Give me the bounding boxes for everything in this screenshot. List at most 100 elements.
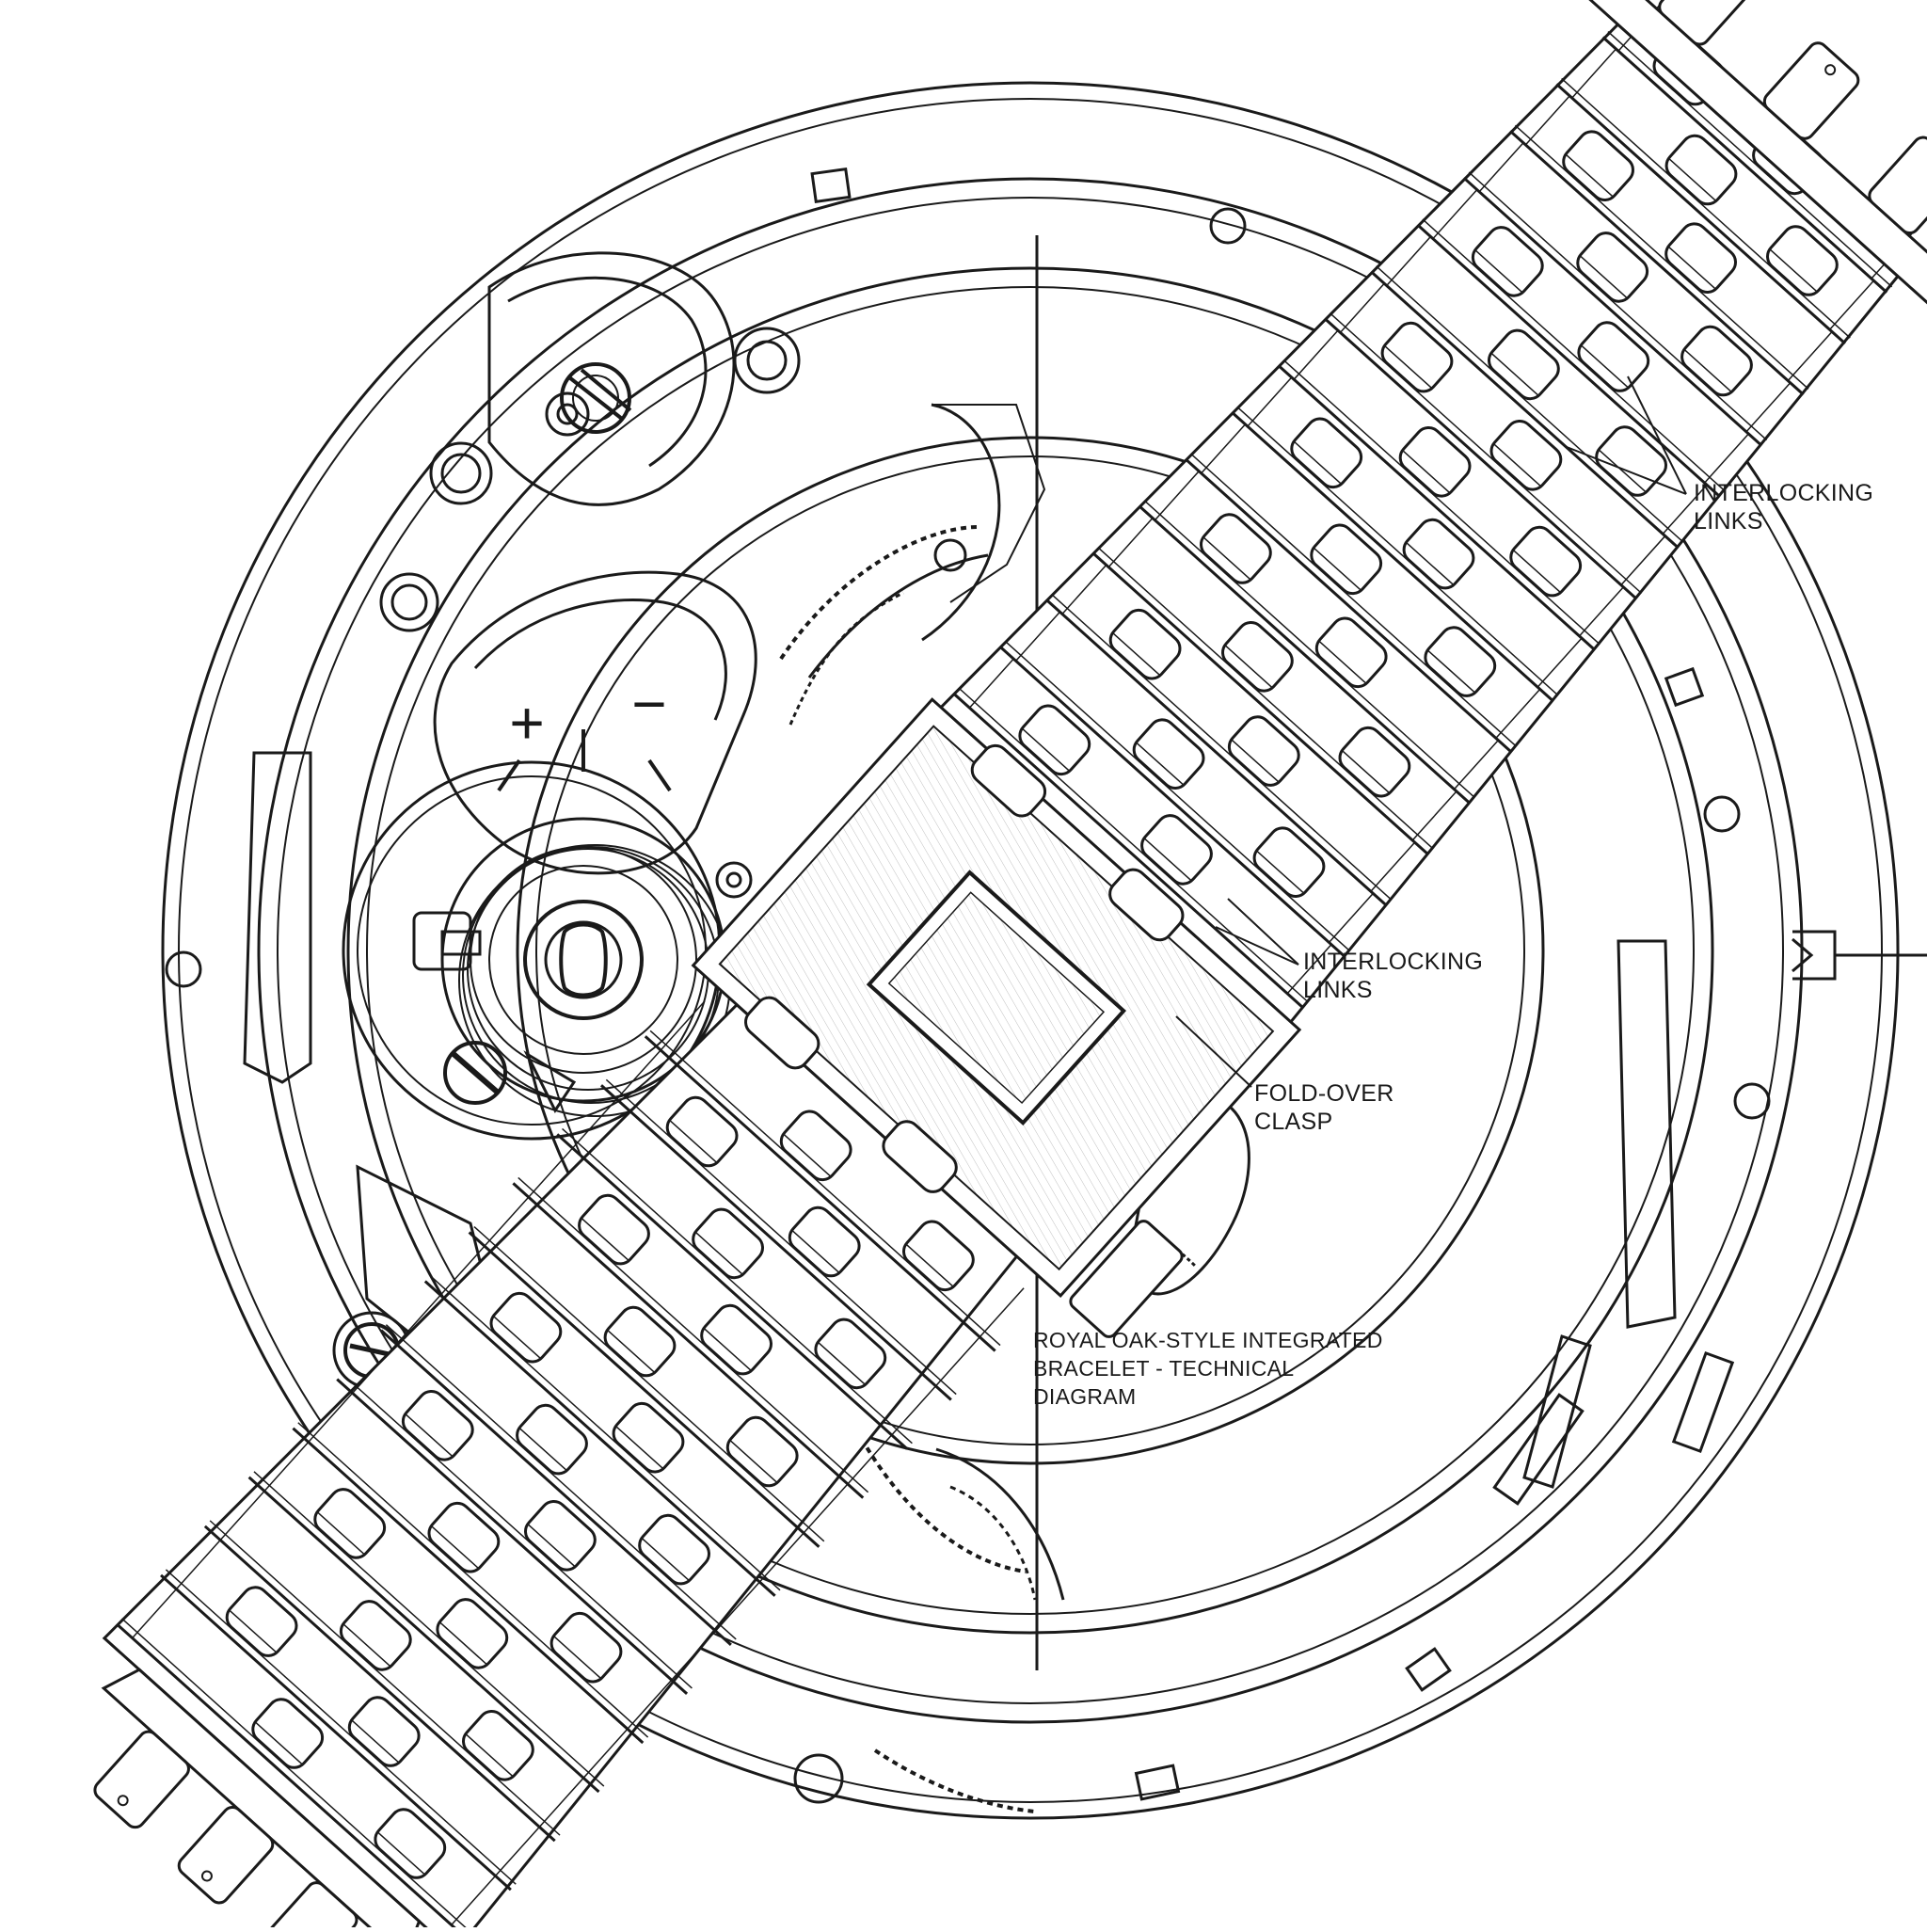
link-bevel bbox=[572, 1098, 617, 1149]
link-separator bbox=[1185, 458, 1513, 754]
link-knuckle bbox=[1577, 321, 1650, 392]
link-knuckle-edge bbox=[1401, 449, 1451, 494]
link-knuckle bbox=[462, 1710, 534, 1781]
center-link bbox=[436, 1598, 509, 1669]
link-knuckle-edge bbox=[905, 1243, 954, 1287]
link-separator bbox=[160, 1573, 512, 1892]
link-knuckle-edge bbox=[1313, 547, 1362, 591]
link-knuckle bbox=[1338, 726, 1411, 798]
link-knuckle-edge bbox=[817, 1341, 867, 1386]
link-separator-shadow bbox=[1097, 547, 1434, 850]
bracelet-row bbox=[1277, 329, 1624, 651]
link-knuckle bbox=[1310, 523, 1383, 596]
link-separator bbox=[336, 1378, 689, 1696]
hinge-knuckle bbox=[882, 1120, 958, 1193]
link-knuckle-edge bbox=[465, 1732, 514, 1778]
link-separator-shadow bbox=[297, 1422, 649, 1738]
center-link bbox=[339, 1600, 412, 1671]
center-link bbox=[902, 1220, 975, 1292]
link-bevel bbox=[263, 1441, 310, 1492]
link-bevel bbox=[660, 1000, 706, 1051]
link-separator bbox=[292, 1427, 645, 1745]
regulator-plus: + bbox=[509, 689, 544, 757]
link-knuckle-edge bbox=[1492, 442, 1542, 487]
plate-step bbox=[366, 286, 1695, 1615]
bracelet-row bbox=[203, 1490, 584, 1843]
center-link bbox=[374, 1808, 447, 1879]
link-separator-shadow bbox=[209, 1520, 561, 1836]
link-knuckle-edge bbox=[1318, 640, 1367, 684]
center-link bbox=[1221, 621, 1294, 693]
link-knuckle-edge bbox=[438, 1621, 488, 1666]
bracelet-row bbox=[644, 1000, 1025, 1352]
link-separator-shadow bbox=[518, 1176, 869, 1493]
link-bevel bbox=[1704, 433, 1749, 484]
center-link bbox=[516, 1403, 588, 1476]
bracelet-row bbox=[1139, 471, 1499, 805]
link-knuckle-edge bbox=[1021, 727, 1071, 772]
case-notches bbox=[810, 167, 1735, 1801]
center-link bbox=[427, 1501, 501, 1573]
link-bevel bbox=[615, 1049, 661, 1100]
link-bevel bbox=[538, 1777, 584, 1828]
link-knuckle-edge bbox=[1143, 838, 1192, 882]
link-bevel bbox=[1495, 688, 1541, 739]
clasp-center-inner bbox=[887, 891, 1106, 1105]
link-bevel bbox=[979, 1287, 1025, 1338]
link-knuckle-edge bbox=[783, 1133, 832, 1177]
link-knuckle-edge bbox=[1769, 248, 1818, 293]
link-separator-shadow bbox=[958, 687, 1309, 1003]
link-knuckle-edge bbox=[694, 1231, 744, 1276]
link-knuckle-edge bbox=[1598, 449, 1648, 493]
link-bevel bbox=[1286, 944, 1332, 995]
center-link bbox=[1576, 232, 1649, 303]
center-link bbox=[1200, 513, 1272, 584]
train-bridge bbox=[379, 251, 801, 632]
link-separator bbox=[247, 1476, 600, 1794]
link-knuckle bbox=[1424, 626, 1497, 697]
link-knuckle bbox=[1402, 518, 1475, 590]
bracelet-row bbox=[1045, 564, 1416, 907]
center-link bbox=[692, 1207, 764, 1280]
link-bevel bbox=[308, 1392, 354, 1443]
link-separator-shadow bbox=[1468, 171, 1768, 441]
rotor-ring bbox=[516, 436, 1545, 1465]
link-bevel bbox=[132, 1589, 177, 1639]
link-bevel bbox=[175, 1540, 221, 1590]
link-knuckle-edge bbox=[729, 1439, 778, 1484]
link-separator-shadow bbox=[1190, 453, 1518, 747]
bracelet-row bbox=[1185, 423, 1541, 754]
link-bevel bbox=[352, 1343, 397, 1394]
link-separator bbox=[468, 1231, 820, 1548]
link-bevel bbox=[494, 1826, 540, 1876]
center-link bbox=[638, 1513, 710, 1586]
link-knuckle bbox=[436, 1598, 509, 1669]
link-knuckle-edge bbox=[254, 1721, 304, 1765]
link-knuckle bbox=[1252, 826, 1326, 898]
link-knuckle-edge bbox=[430, 1525, 480, 1570]
center-link bbox=[225, 1586, 298, 1657]
center-link bbox=[1664, 222, 1737, 294]
link-bevel bbox=[1571, 48, 1617, 99]
link-separator bbox=[1509, 130, 1805, 396]
end-lug bbox=[1658, 0, 1755, 46]
link-separator bbox=[999, 646, 1346, 958]
link-bevel bbox=[1293, 329, 1339, 380]
link-knuckle-edge bbox=[1255, 850, 1305, 894]
link-knuckle bbox=[692, 1207, 764, 1280]
label-links-middle-line2: LINKS bbox=[1303, 977, 1373, 1003]
link-separator bbox=[1091, 551, 1429, 855]
link-knuckle bbox=[1140, 814, 1213, 886]
link-knuckle-edge bbox=[405, 1413, 454, 1458]
link-separator bbox=[1139, 504, 1471, 805]
link-bevel bbox=[1524, 95, 1570, 146]
link-bevel bbox=[439, 1245, 486, 1296]
clasp-hinge bbox=[1108, 868, 1185, 942]
bracelet-row bbox=[1091, 518, 1457, 855]
link-knuckle-edge bbox=[606, 1329, 656, 1374]
bracelet-row bbox=[1324, 282, 1666, 600]
link-knuckle bbox=[700, 1303, 772, 1376]
bracelet-end-upper bbox=[1588, 0, 1927, 305]
link-separator-shadow bbox=[1143, 500, 1475, 798]
center-link bbox=[1310, 523, 1383, 596]
